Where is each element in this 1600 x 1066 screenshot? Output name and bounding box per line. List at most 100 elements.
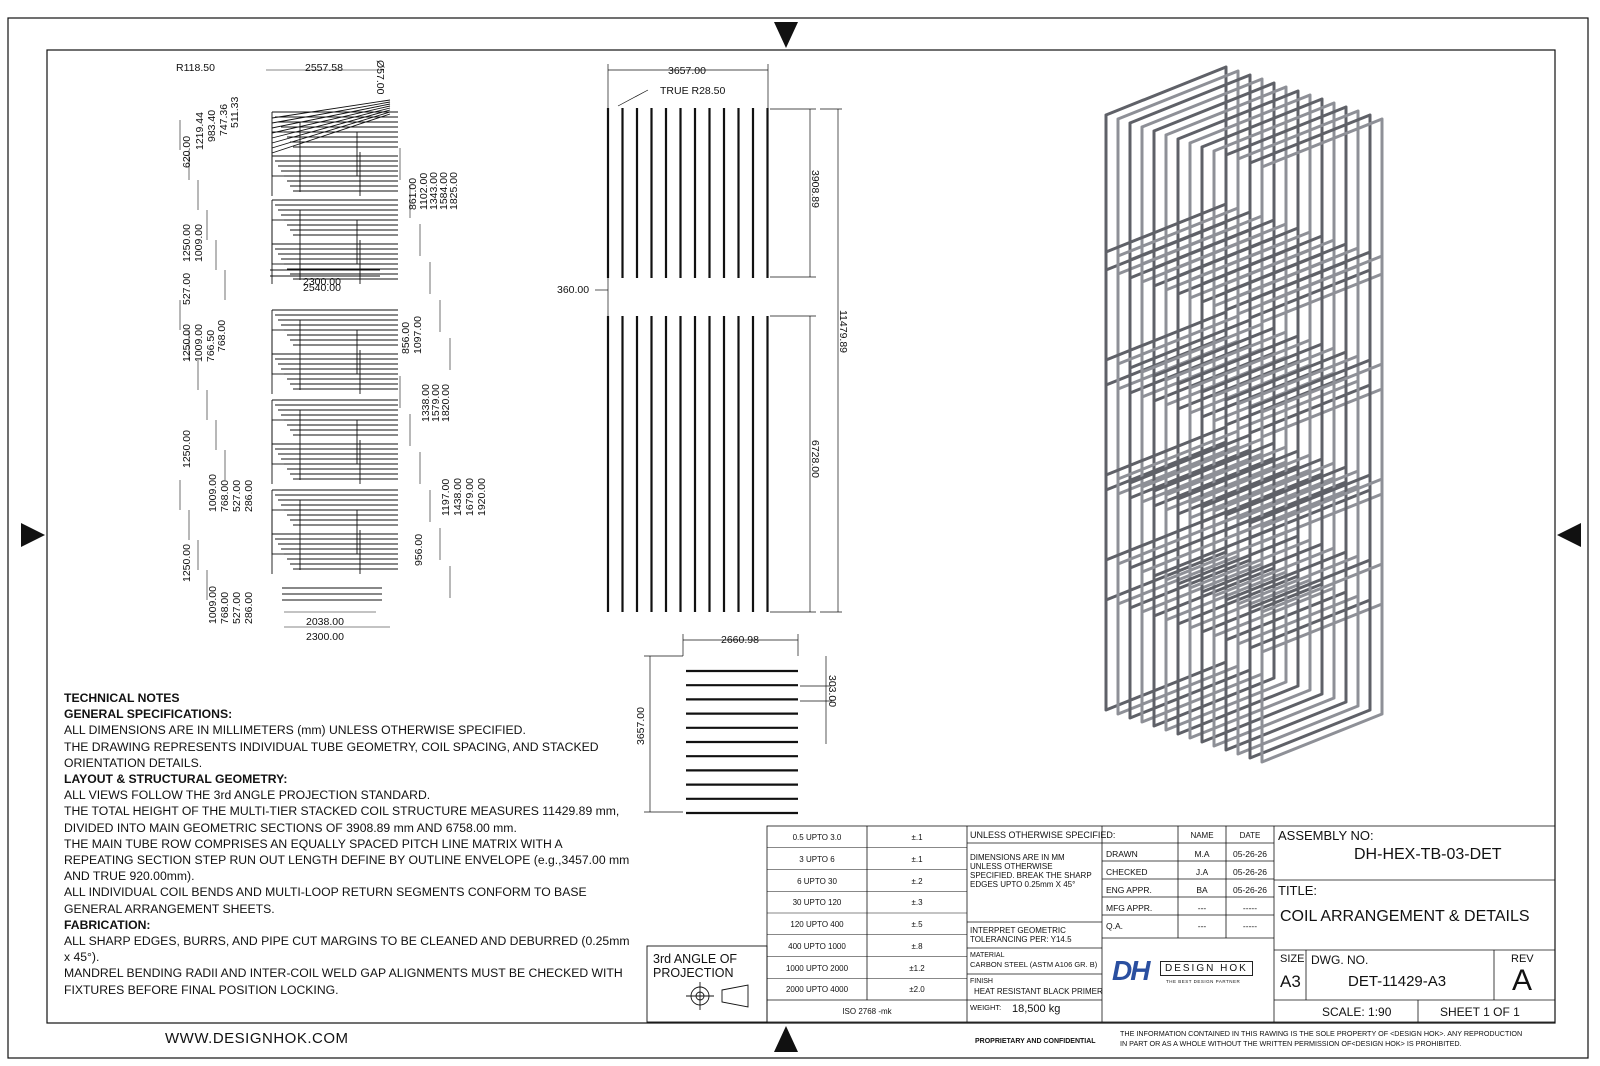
projection-label-1: 3rd ANGLE OF (653, 952, 737, 966)
coil-top-view (686, 669, 798, 815)
tube-bend (271, 131, 358, 177)
dim-width: 3657.00 (668, 65, 706, 77)
mid-dimension-lines (595, 64, 842, 813)
tube-line (271, 101, 391, 124)
projection-label-2: PROJECTION (653, 966, 734, 980)
iso-tube (1104, 310, 1228, 492)
spec-material-label: MATERIAL (970, 952, 1005, 959)
iso-tube (1152, 218, 1276, 403)
elevation-dim-12: 1825.00 (448, 172, 460, 210)
approval-cell-1-2: 05-26-26 (1232, 867, 1268, 877)
tolerance-value-3: ±.3 (911, 898, 923, 908)
tube-bend (271, 219, 358, 265)
tolerance-range-3: 30 UPTO 120 (792, 898, 842, 908)
iso-tube (1212, 461, 1336, 638)
iso-tube (1188, 453, 1312, 630)
tolerance-range-2: 6 UPTO 30 (797, 876, 837, 886)
outer-border (7, 17, 1589, 1059)
tube-line (270, 269, 382, 601)
notes-fab-heading: FABRICATION: (64, 917, 151, 932)
dim-pitch: 303.00 (826, 675, 838, 707)
tolerance-value-5: ±.8 (911, 941, 923, 951)
elevation-dim-2: Ø57.00 (374, 60, 386, 95)
assembly-label: ASSEMBLY NO: (1278, 828, 1374, 843)
notes-layout-2: THE TOTAL HEIGHT OF THE MULTI-TIER STACK… (64, 804, 620, 835)
iso-tube (1176, 89, 1300, 296)
iso-tube (1212, 546, 1336, 748)
elevation-dim-21: 768.00 (216, 319, 228, 352)
tube-bend (271, 509, 358, 555)
spec-weight: 18,500 kg (1012, 1003, 1061, 1015)
tube-bend (271, 419, 358, 465)
disclaimer-line-1: THE INFORMATION CONTAINED IN THIS RAWING… (1120, 1029, 1523, 1038)
coil-isometric-view (1104, 65, 1384, 764)
iso-tube (1200, 234, 1324, 419)
elevation-dim-43: 2300.00 (306, 631, 344, 643)
iso-tube (1212, 238, 1336, 423)
approval-cell-3-0: MFG APPR. (1106, 903, 1153, 913)
iso-tube (1176, 534, 1300, 736)
company-tagline: THE BEST DESIGN PARTNER (1166, 979, 1241, 984)
elevation-dim-29: 768.00 (219, 479, 231, 512)
tube-bend (271, 200, 361, 284)
iso-tube (1164, 222, 1288, 407)
iso-tube (1236, 554, 1360, 756)
notes-layout-3: THE MAIN TUBE ROW COMPRISES AN EQUALLY S… (64, 836, 630, 884)
revision: A (1512, 964, 1533, 997)
iso-tube (1176, 334, 1300, 516)
tube-line (271, 113, 391, 154)
elevation-dim-42: 2038.00 (306, 616, 344, 628)
dim-overall: 11479.89 (837, 310, 849, 353)
elevation-dim-0: R118.50 (176, 62, 215, 74)
dim-upper: 3908.89 (809, 170, 821, 208)
iso-tube (1152, 441, 1276, 618)
elevation-dim-6: 511.33 (229, 96, 241, 128)
elevation-dim-18: 1250.00 (181, 324, 193, 362)
dim-bottom-height: 3657.00 (635, 707, 647, 745)
notes-layout-1: ALL VIEWS FOLLOW THE 3rd ANGLE PROJECTIO… (64, 788, 431, 803)
tolerance-range-0: 0.5 UPTO 3.0 (792, 833, 842, 842)
iso-tube (1116, 206, 1240, 391)
approval-cell-4-0: Q.A. (1106, 921, 1124, 931)
elevation-dim-23: 1097.00 (412, 316, 424, 354)
tolerance-range-6: 1000 UPTO 2000 (785, 963, 849, 973)
approval-cell-4-1: --- (1197, 921, 1207, 931)
spec-weight-label: WEIGHT: (970, 1003, 1002, 1012)
iso-tube (1164, 85, 1288, 292)
iso-tube (1200, 342, 1324, 524)
elevation-dim-31: 286.00 (243, 479, 255, 512)
iso-tube (1128, 318, 1252, 500)
iso-tube (1140, 437, 1264, 614)
tolerance-value-7: ±2.0 (909, 985, 925, 995)
iso-tube (1164, 445, 1288, 622)
elevation-dim-37: 956.00 (413, 533, 425, 566)
approval-cell-3-2: ----- (1242, 903, 1258, 913)
iso-tube (1200, 97, 1324, 304)
elevation-dim-1: 2557.58 (305, 62, 343, 74)
notes-fab-1: ALL SHARP EDGES, BURRS, AND PIPE CUT MAR… (64, 934, 630, 965)
company-name: DESIGN HOK (1160, 961, 1253, 976)
iso-tube (1152, 326, 1276, 508)
center-mark-right (1557, 523, 1581, 547)
elevation-dim-15: 2300.00 (303, 276, 341, 288)
iso-tube (1116, 69, 1240, 276)
elevation-dim-22: 856.00 (400, 321, 412, 354)
elevation-dim-16: 2540.00 (303, 282, 341, 294)
approval-cell-0-0: DRAWN (1106, 849, 1138, 859)
tube-line (271, 99, 391, 119)
iso-tube (1212, 346, 1336, 528)
approval-cell-0-2: 05-26-26 (1232, 849, 1268, 859)
tube-line (271, 105, 391, 134)
spec-interpret: INTERPRET GEOMETRIC TOLERANCING PER: Y14… (970, 926, 1072, 944)
iso-tube (1116, 314, 1240, 496)
tolerance-value-4: ±.5 (911, 920, 923, 929)
approval-cell-4-2: ----- (1242, 921, 1258, 931)
website: WWW.DESIGNHOK.COM (165, 1030, 349, 1047)
title-block-frame (766, 825, 1556, 1023)
elevation-dim-41: 286.00 (243, 591, 255, 624)
elevation-dim-34: 1679.00 (464, 478, 476, 516)
iso-tube (1128, 518, 1252, 720)
size-label: SIZE (1280, 953, 1305, 965)
tolerance-table (767, 847, 967, 979)
